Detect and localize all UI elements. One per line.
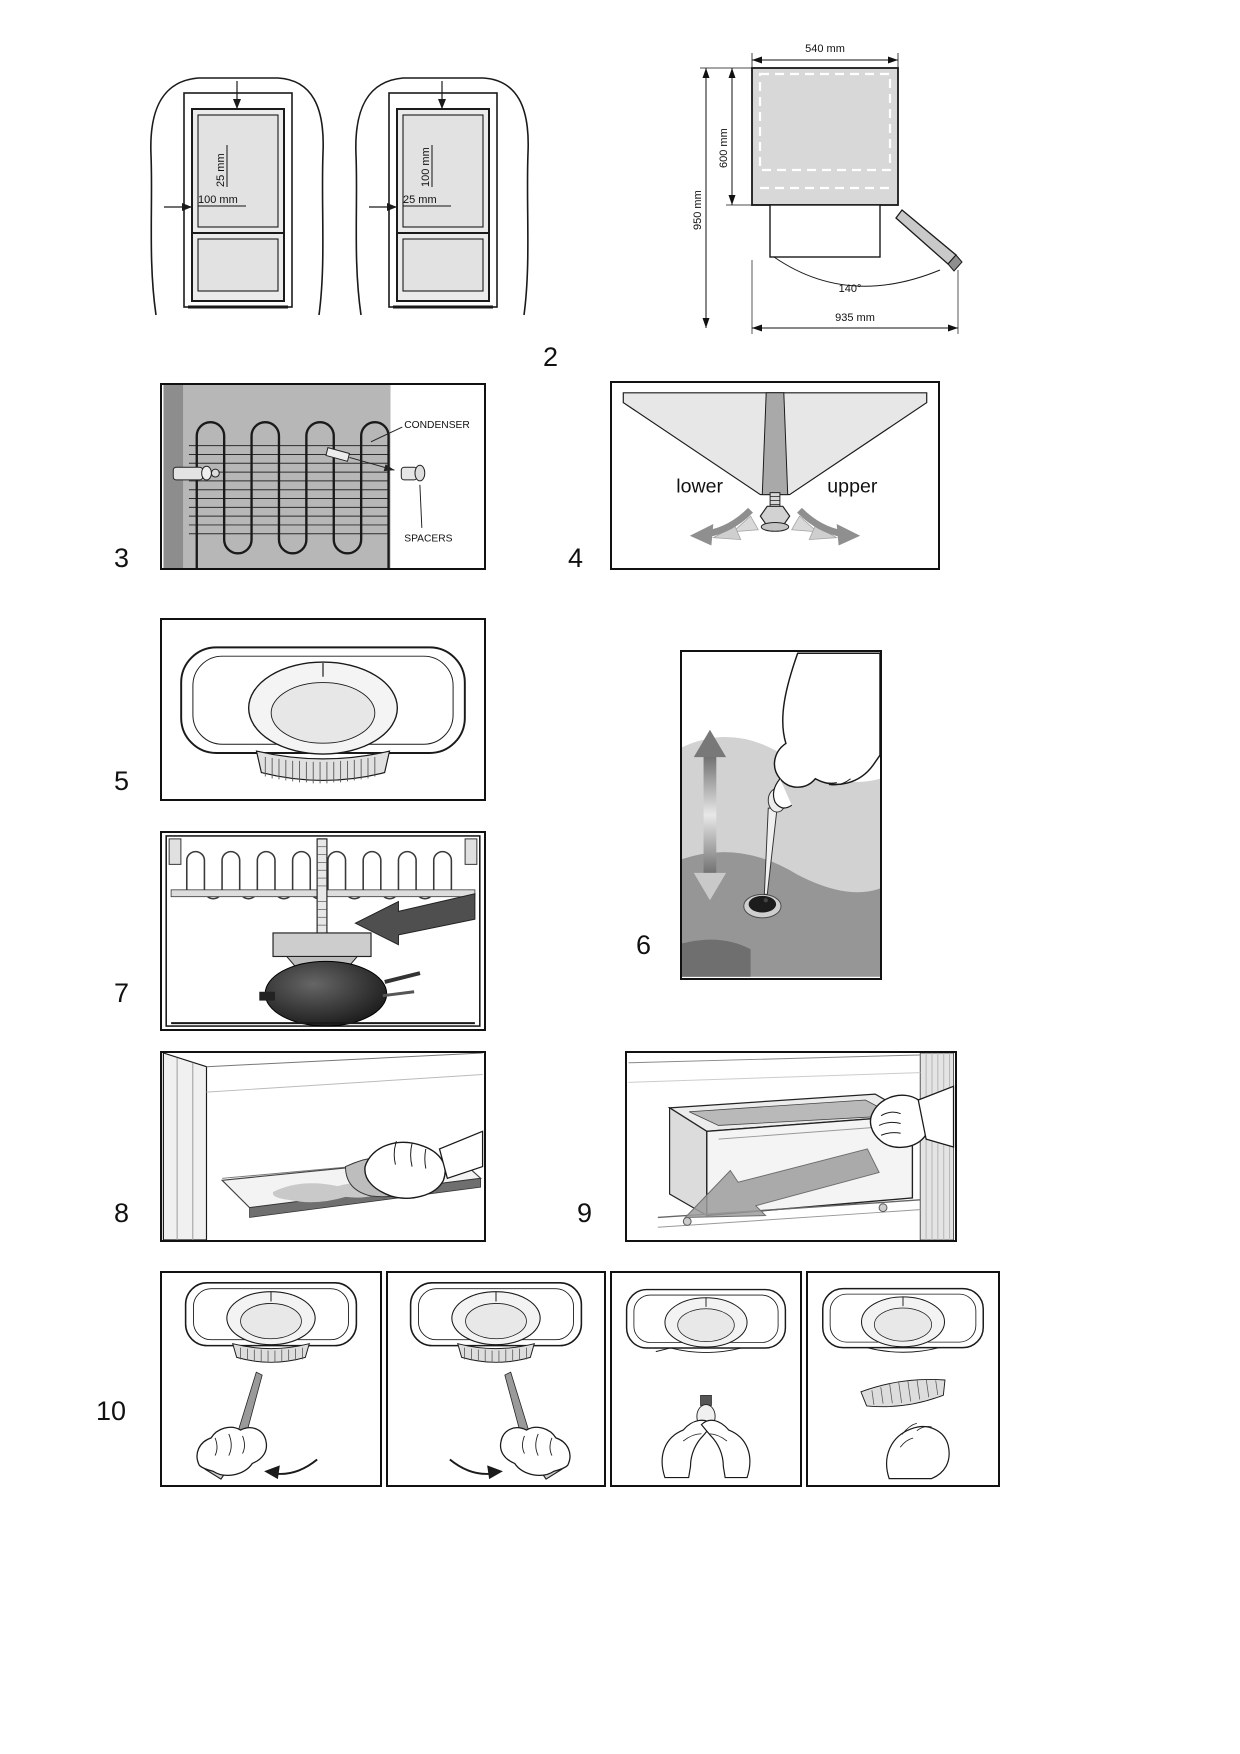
- figure-5-number: 5: [114, 766, 130, 796]
- niche-left-top-dim-label: 25 mm: [215, 153, 227, 187]
- figure-7-number: 7: [114, 978, 130, 1008]
- fig2-open-depth-label: 935 mm: [835, 312, 875, 324]
- figure-5: [160, 618, 486, 801]
- drawer-removal-illustration: [628, 1053, 955, 1240]
- hand: [886, 1426, 950, 1480]
- figure-2-illustration: 540 mm 140° 935 mm 950 mm: [692, 43, 963, 334]
- figure-10-panel-3: [610, 1271, 802, 1487]
- right-hand: [700, 1419, 751, 1479]
- fig2-height-label: 950 mm: [692, 190, 704, 230]
- vent-strip-detached: [860, 1378, 946, 1408]
- figure-2-number: 2: [543, 342, 559, 372]
- pry-cover-left-illustration: [184, 1282, 358, 1480]
- refit-strip-illustration: [822, 1287, 984, 1480]
- drain-tube: [316, 838, 328, 936]
- hand: [773, 652, 880, 788]
- spacer-left: [172, 465, 220, 481]
- hand: [364, 1141, 446, 1199]
- compressor-illustration: [165, 835, 481, 1027]
- figure-2: 540 mm 140° 935 mm 950 mm: [690, 40, 970, 345]
- niche-left-side-dim-label: 100 mm: [198, 194, 238, 206]
- figure-8: [160, 1051, 486, 1242]
- levelling-foot-illustration: lower upper: [622, 392, 928, 546]
- spacers-label: SPACERS: [404, 534, 452, 545]
- figure-6-number: 6: [636, 930, 652, 960]
- shelf-cleaning-illustration: [162, 1053, 484, 1240]
- figure-niche-right: 100 mm 25 mm: [345, 55, 540, 320]
- figure-9-number: 9: [577, 1198, 593, 1228]
- up-down-arrow: [703, 755, 717, 875]
- figure-3: CONDENSER SPACERS: [160, 383, 486, 570]
- figure-10-number: 10: [96, 1396, 127, 1426]
- figure-niche-left: 25 mm 100 mm: [140, 55, 335, 320]
- fig2-width-label: 540 mm: [805, 43, 845, 55]
- vent-strip: [255, 750, 391, 782]
- drain-hole-illustration: [682, 652, 880, 977]
- pointer-arrow: [354, 893, 476, 946]
- spacer-loose: [400, 464, 426, 482]
- figure-6: [680, 650, 882, 980]
- pry-cover-right-illustration: [409, 1282, 583, 1480]
- niche-right-top-dim-label: 100 mm: [420, 147, 432, 187]
- niche-right-illustration: 100 mm 25 mm: [355, 77, 529, 316]
- figure-3-number: 3: [114, 543, 130, 573]
- drain-hole: [748, 895, 777, 913]
- pull-arrow: [684, 1148, 880, 1219]
- figure-4-number: 4: [568, 543, 584, 573]
- figure-4: lower upper: [610, 381, 940, 570]
- niche-left-illustration: 25 mm 100 mm: [150, 77, 324, 316]
- bulb-socket: [700, 1395, 712, 1406]
- condenser-spacers-illustration: CONDENSER SPACERS: [163, 385, 470, 568]
- figure-8-number: 8: [114, 1198, 130, 1228]
- fig2-angle-label: 140°: [839, 283, 862, 295]
- figure-9: [625, 1051, 957, 1242]
- figure-7: [160, 831, 486, 1031]
- figure-10-panel-1: [160, 1271, 382, 1487]
- lamp-cover-illustration: [180, 646, 466, 784]
- bulb-replacement-illustration: [625, 1288, 787, 1479]
- spacer-right: [325, 447, 395, 472]
- niche-right-side-dim-label: 25 mm: [403, 194, 437, 206]
- compressor: [264, 960, 388, 1027]
- figure-10-panel-2: [386, 1271, 606, 1487]
- upper-label: upper: [827, 476, 878, 498]
- left-hand: [661, 1419, 714, 1479]
- condenser-coil: [195, 421, 390, 568]
- fig2-depth-label: 600 mm: [718, 128, 730, 168]
- lower-label: lower: [676, 476, 723, 498]
- condenser-label: CONDENSER: [404, 420, 470, 431]
- figure-10-panel-4: [806, 1271, 1000, 1487]
- hand: [196, 1426, 268, 1476]
